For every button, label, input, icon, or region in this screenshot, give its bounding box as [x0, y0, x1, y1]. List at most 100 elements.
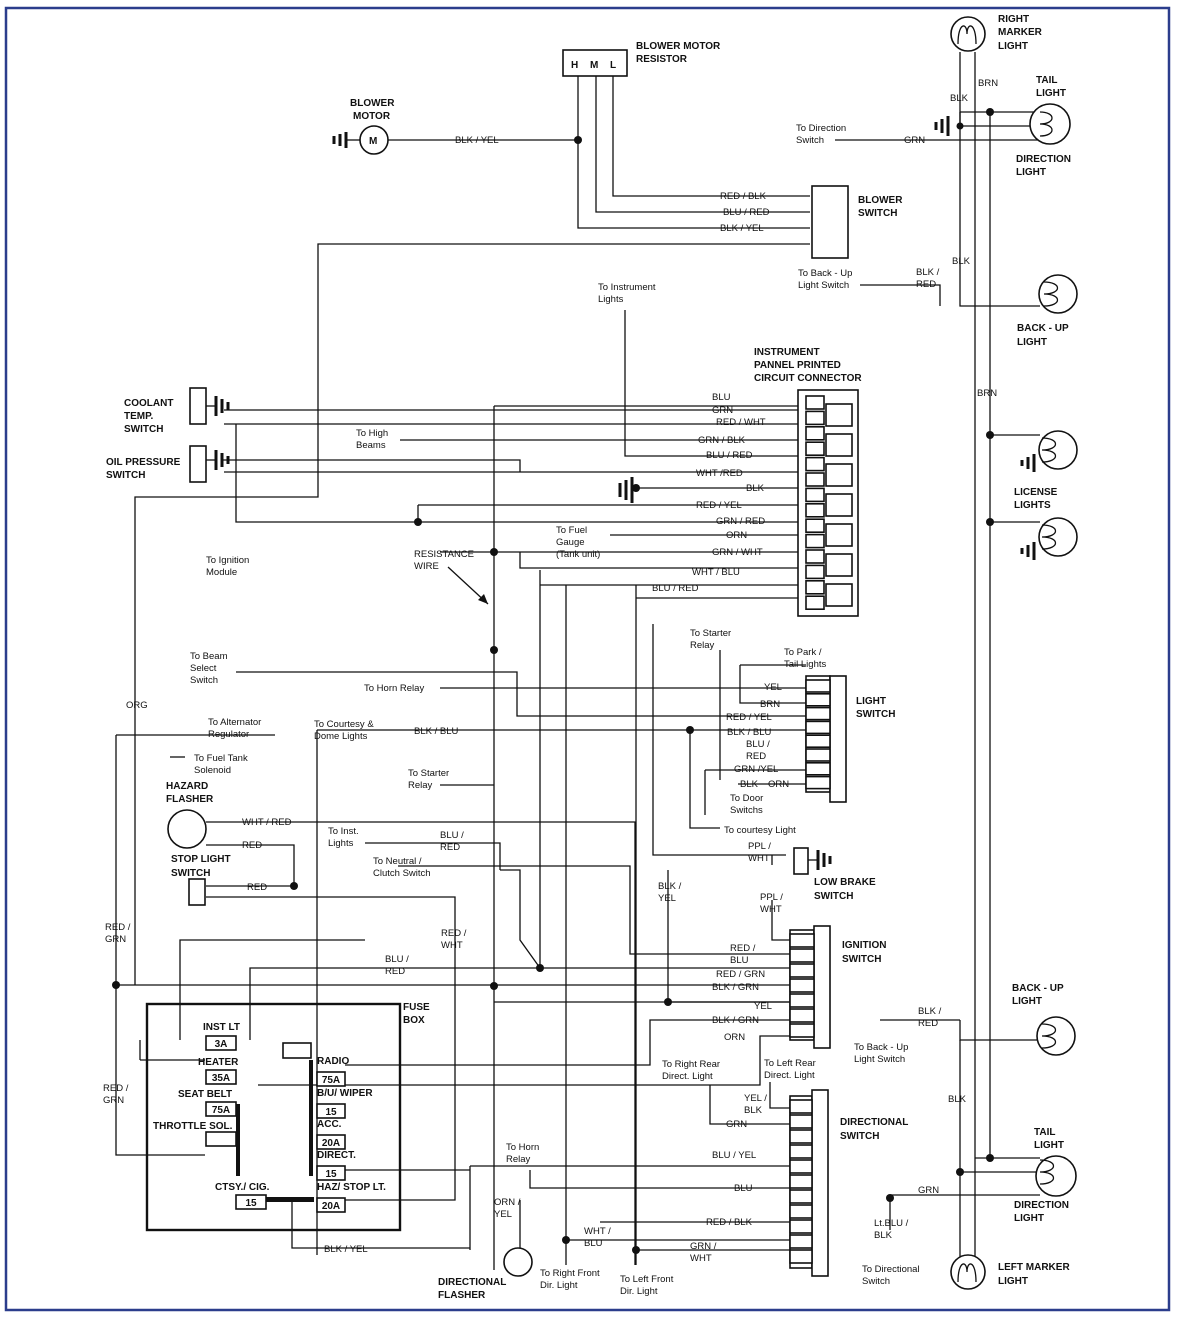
fuse-rating: 3A [215, 1039, 228, 1050]
connector-pin [789, 1023, 815, 1038]
wire-label-to-instrument-lights: To Instrument [598, 282, 656, 293]
connector-pin [789, 1249, 813, 1264]
svg-text:TAIL: TAIL [1036, 75, 1057, 86]
ground-icon [214, 396, 230, 416]
fuse-rating: 75A [212, 1105, 230, 1116]
wire-label-to-fuel-tank-solenoid: Solenoid [194, 765, 231, 776]
wire-label-ic-blu: BLU [712, 392, 731, 403]
wire-label-ls-blu-red: RED [746, 751, 766, 762]
resistor-pin-m: M [590, 60, 598, 71]
wire-label-to-alternator: Regulator [208, 729, 249, 740]
ground-icon [816, 850, 832, 870]
connector-pin [805, 395, 825, 410]
svg-text:DIRECTIONAL: DIRECTIONAL [438, 1277, 506, 1288]
wire-label-ds-wht-blu: WHT / [584, 1226, 611, 1237]
wire-label-ls-blk: BLK [740, 779, 759, 790]
wire-label-to-beam-select: To Beam [190, 651, 228, 662]
svg-text:PANNEL PRINTED: PANNEL PRINTED [754, 360, 841, 371]
wire-label-blk-top: BLK [950, 93, 969, 104]
wire-label-to-directional-switch: Switch [862, 1276, 890, 1287]
wire-label-red-stop: RED [247, 882, 267, 893]
fuse-slot [316, 1165, 346, 1181]
svg-text:DIRECTIONAL: DIRECTIONAL [840, 1117, 908, 1128]
wire-label-blk-blu-courtesy: BLK / BLU [414, 726, 458, 737]
connector-pin [789, 1174, 813, 1189]
wire-label-ls-red-yel: RED / YEL [726, 712, 772, 723]
wire-label-to-neutral-clutch: Clutch Switch [373, 868, 431, 879]
fuse-name: DIRECT. [317, 1150, 356, 1161]
instrument-panel-connector: INSTRUMENT PANNEL PRINTED CIRCUIT CONNEC… [754, 347, 862, 617]
wire-label-ds-wht-blu: BLU [584, 1238, 603, 1249]
svg-text:CIRCUIT CONNECTOR: CIRCUIT CONNECTOR [754, 373, 862, 384]
wire-label-red-grn-left1: RED / [105, 922, 131, 933]
wire-label-ic-blu-red2: BLU / RED [652, 583, 699, 594]
wire-label-wht-red-hazard: WHT / RED [242, 817, 292, 828]
connector-pin [805, 549, 825, 564]
wire-label-to-neutral-clutch: To Neutral / [373, 856, 422, 867]
fuse-rating: 20A [322, 1138, 340, 1149]
wire-label-to-starter-relay-top: Relay [690, 640, 715, 651]
low-brake-switch: LOW BRAKE SWITCH [793, 847, 876, 902]
connector-pin [789, 1129, 813, 1144]
wire-label-to-courtesy-light: To courtesy Light [724, 825, 796, 836]
connector-pin [789, 1008, 815, 1023]
wire-label-to-right-front: To Right Front [540, 1268, 600, 1279]
wire-label-ppl-wht-bot: PPL / [760, 892, 783, 903]
wire-label-to-inst-lights: Lights [328, 838, 354, 849]
wire-label-to-high-beams: Beams [356, 440, 386, 451]
diagram-border [4, 6, 1171, 1312]
ground-icon [332, 132, 348, 148]
connector-pin [789, 978, 815, 993]
connector-pin [825, 403, 853, 427]
wire-label-to-high-beams: To High [356, 428, 388, 439]
wire-label-ls-blk-blu: BLK / BLU [727, 727, 771, 738]
wire-label-blk-yel-bottom: BLK / YEL [324, 1244, 368, 1255]
svg-text:SWITCH: SWITCH [858, 208, 897, 219]
resistor-pin-h: H [571, 60, 578, 71]
connector-pin [805, 502, 825, 518]
wire-label-to-fuel-tank-solenoid: To Fuel Tank [194, 753, 248, 764]
light-switch: LIGHT SWITCH [805, 675, 895, 803]
wire-label-to-right-rear: To Right Rear [662, 1059, 720, 1070]
wire-label-ig-blk-grn: BLK / GRN [712, 982, 759, 993]
wire-label-ic-blk: BLK [746, 483, 765, 494]
fuse-name: HAZ/ STOP LT. [317, 1182, 386, 1193]
ground-icon [618, 477, 634, 503]
wire-label-ds-yel-blk: YEL / [744, 1093, 767, 1104]
svg-text:SWITCH: SWITCH [814, 891, 853, 902]
fuse-rating: 15 [325, 1107, 337, 1118]
wire-label-resistance-wire: WIRE [414, 561, 439, 572]
wire-label-to-right-front: Dir. Light [540, 1280, 578, 1291]
wire-label-ppl-wht-bot: WHT [760, 904, 782, 915]
wire-label-ig-yel: YEL [754, 1001, 772, 1012]
svg-text:LIGHT: LIGHT [998, 1276, 1028, 1287]
connector-pin [825, 463, 853, 487]
wire-label-to-fuel-gauge: To Fuel [556, 525, 587, 536]
fuse-slot [235, 1194, 267, 1210]
wire-label-ic-red-yel: RED / YEL [696, 500, 742, 511]
wire-label-to-horn-relay-bot: To Horn [506, 1142, 539, 1153]
svg-text:LIGHT: LIGHT [1017, 337, 1047, 348]
wire-label-to-starter-relay-mid: Relay [408, 780, 433, 791]
wires [115, 52, 1040, 1270]
connector-pin [789, 933, 815, 948]
oil-pressure-switch: OIL PRESSURE SWITCH [106, 445, 230, 483]
wire-label-to-backup-switch-top: To Back - Up [798, 268, 852, 279]
connector-pin [805, 410, 825, 426]
fuse-rating: 15 [245, 1198, 257, 1209]
wire-label-ds-blu: BLU [734, 1183, 753, 1194]
ignition-switch: IGNITION SWITCH [789, 925, 886, 1049]
wire-label-ls-grn-yel: GRN /YEL [734, 764, 778, 775]
connector-pin [825, 493, 853, 517]
connector-pin [789, 1114, 813, 1129]
wire-label-blk-red-bot: RED [918, 1018, 938, 1029]
wire-label-grn-bot: GRN [918, 1185, 939, 1196]
wire-label-to-fuel-gauge: Gauge [556, 537, 585, 548]
wire-label-red-blk-bs: RED / BLK [720, 191, 767, 202]
svg-text:MOTOR: MOTOR [353, 111, 391, 122]
fuse-name: B/U/ WIPER [317, 1088, 373, 1099]
svg-text:HAZARD: HAZARD [166, 781, 208, 792]
svg-text:BACK - UP: BACK - UP [1017, 323, 1069, 334]
wire-label-red-grn-left1: GRN [105, 934, 126, 945]
